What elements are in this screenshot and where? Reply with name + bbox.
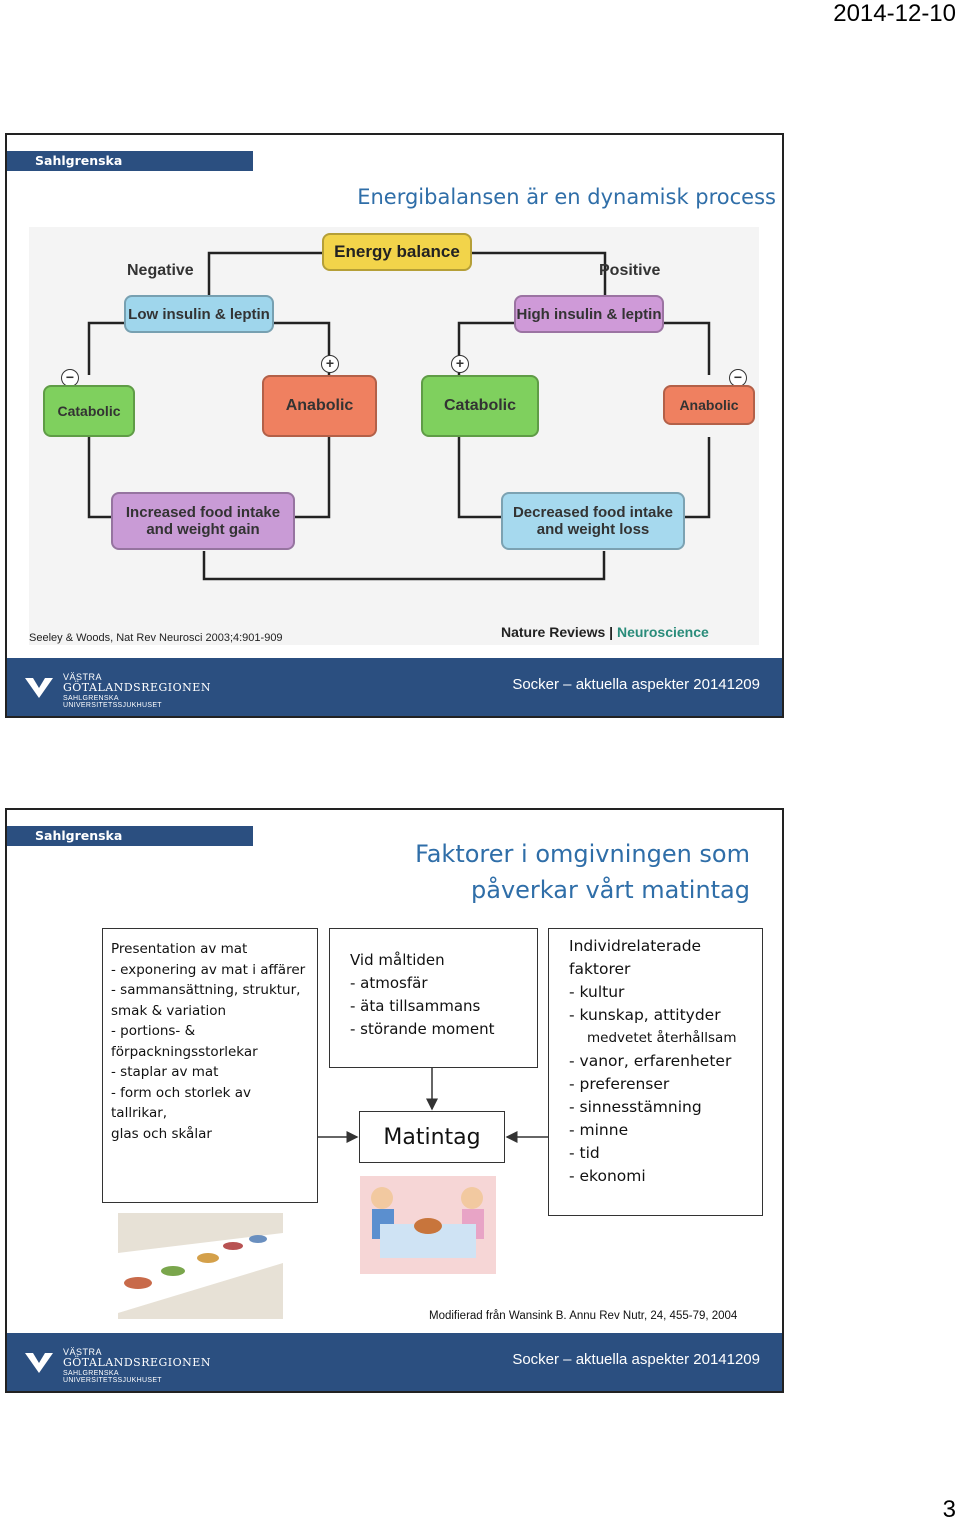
plus-icon: +: [451, 355, 469, 373]
footer-text: Socker – aktuella aspekter 20141209: [512, 676, 760, 693]
individual-factors-box: Individrelaterade faktorer - kultur - ku…: [548, 928, 763, 1216]
slide-energy-balance: Sahlgrenska Universitetssjukhuset Energi…: [5, 133, 784, 718]
journal-credit: Nature Reviews | Neuroscience: [501, 624, 709, 640]
list-item: - äta tillsammans: [350, 997, 481, 1015]
citation: Modifierad från Wansink B. Annu Rev Nutr…: [429, 1310, 738, 1322]
slide-footer: VÄSTRA GÖTALANDSREGIONEN SAHLGRENSKA UNI…: [7, 1333, 782, 1391]
hospital-banner: Sahlgrenska Universitetssjukhuset: [7, 151, 253, 188]
list-item: - portions- &: [111, 1023, 196, 1039]
page-date: 2014-12-10: [833, 0, 956, 27]
list-item: - preferenser: [569, 1075, 670, 1093]
list-item: - sinnesstämning: [569, 1098, 702, 1116]
list-item: Presentation av mat: [111, 941, 248, 957]
logo-line2: GÖTALANDSREGIONEN: [63, 1356, 211, 1369]
buffet-photo: [118, 1213, 283, 1319]
list-item: Vid måltiden: [350, 951, 445, 969]
vgr-logo: VÄSTRA GÖTALANDSREGIONEN SAHLGRENSKA UNI…: [23, 672, 210, 709]
diagram-connectors: [87, 251, 711, 581]
list-item: - staplar av mat: [111, 1064, 219, 1080]
page-number: 3: [942, 1496, 956, 1523]
negative-label: Negative: [127, 262, 194, 279]
logo-line1: VÄSTRA: [63, 1347, 103, 1357]
slide-footer: VÄSTRA GÖTALANDSREGIONEN SAHLGRENSKA UNI…: [7, 658, 782, 716]
dinner-table-icon: [360, 1176, 496, 1274]
food-intake-box: Matintag: [359, 1111, 505, 1163]
energy-balance-node: Energy balance: [322, 233, 472, 271]
list-item: - ekonomi: [569, 1167, 646, 1185]
list-item: förpackningsstorlekar: [111, 1043, 258, 1060]
decreased-intake-node: Decreased food intake and weight loss: [501, 492, 685, 550]
list-item: glas och skålar: [111, 1125, 212, 1142]
journal-separator: |: [609, 624, 614, 640]
citation: Seeley & Woods, Nat Rev Neurosci 2003;4:…: [29, 632, 283, 644]
list-item: - atmosfär: [350, 974, 428, 992]
list-item: medvetet återhållsam: [587, 1030, 737, 1046]
energy-balance-diagram: Energy balance Negative Positive Low ins…: [29, 227, 759, 645]
positive-label: Positive: [599, 262, 661, 279]
list-item: - sammansättning, struktur,: [111, 982, 301, 998]
list-item: - vanor, erfarenheter: [569, 1052, 732, 1070]
list-item: - störande moment: [350, 1020, 495, 1038]
high-insulin-leptin-node: High insulin & leptin: [514, 295, 664, 333]
catabolic-node-left: Catabolic: [43, 385, 135, 437]
slide-title: Energibalansen är en dynamisk process: [357, 185, 776, 209]
anabolic-node-right: Anabolic: [663, 385, 755, 425]
vgr-emblem-icon: [25, 1353, 53, 1373]
vgr-logo: VÄSTRA GÖTALANDSREGIONEN SAHLGRENSKA UNI…: [23, 1347, 210, 1384]
logo-line1: VÄSTRA: [63, 672, 103, 682]
list-item: faktorer: [569, 960, 631, 978]
catabolic-node-right: Catabolic: [421, 375, 539, 437]
list-item: - exponering av mat i affärer: [111, 961, 306, 978]
list-item: - kunskap, attityder: [569, 1006, 721, 1024]
dinner-illustration: [360, 1176, 496, 1274]
journal-section: Neuroscience: [616, 624, 709, 640]
anabolic-node-left: Anabolic: [262, 375, 377, 437]
vgr-emblem-icon: [25, 678, 53, 698]
list-item: - kultur: [569, 983, 625, 1001]
slide-title-line1: Faktorer i omgivningen som: [415, 840, 750, 868]
buffet-table-icon: [118, 1213, 283, 1319]
journal-name: Nature Reviews: [501, 624, 606, 640]
slide-environment-factors: Sahlgrenska Universitetssjukhuset Faktor…: [5, 808, 784, 1393]
logo-line3: SAHLGRENSKA UNIVERSITETSSJUKHUSET: [63, 695, 162, 709]
minus-icon: −: [729, 369, 747, 387]
list-item: - tid: [569, 1144, 600, 1162]
list-item: - minne: [569, 1121, 629, 1139]
list-item: Individrelaterade: [569, 937, 702, 955]
logo-line3: SAHLGRENSKA UNIVERSITETSSJUKHUSET: [63, 1370, 162, 1384]
mealtime-factors-box: Vid måltiden - atmosfär - äta tillsamman…: [329, 928, 538, 1068]
logo-line2: GÖTALANDSREGIONEN: [63, 681, 211, 694]
list-item: - form och storlek av tallrikar,: [111, 1084, 252, 1122]
hospital-banner: Sahlgrenska Universitetssjukhuset: [7, 826, 253, 863]
low-insulin-leptin-node: Low insulin & leptin: [124, 295, 274, 333]
increased-intake-node: Increased food intake and weight gain: [111, 492, 295, 550]
list-item: smak & variation: [111, 1002, 227, 1019]
plus-icon: +: [321, 355, 339, 373]
footer-text: Socker – aktuella aspekter 20141209: [512, 1351, 760, 1368]
presentation-factors-box: Presentation av mat - exponering av mat …: [102, 928, 318, 1203]
slide-title-line2: påverkar vårt matintag: [471, 876, 750, 904]
